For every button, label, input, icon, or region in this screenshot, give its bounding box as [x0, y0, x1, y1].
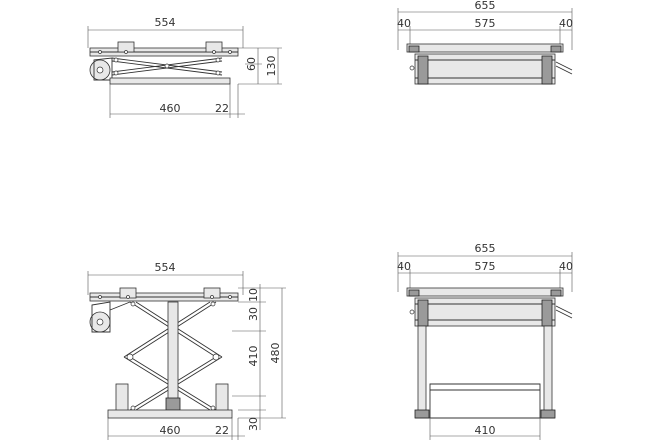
front-view-raised: 655 40 575 40 410: [397, 242, 573, 440]
front-view-lowered: 655 40 575 40: [397, 0, 573, 85]
dim-right-margin: 40: [559, 260, 573, 273]
dim-left-margin: 40: [397, 260, 411, 273]
dim-right-margin: 40: [559, 17, 573, 30]
dim-offset: 22: [215, 424, 229, 437]
dim-offset: 22: [215, 102, 229, 115]
dim-overall: 655: [475, 0, 496, 12]
dim-center: 575: [475, 17, 496, 30]
dim-base-width: 460: [160, 102, 181, 115]
dim-top-gap: 10: [247, 288, 260, 302]
dim-base-width: 460: [160, 424, 181, 437]
dim-total: 480: [269, 343, 282, 364]
dim-top-width: 554: [155, 261, 176, 274]
dim-left-margin: 40: [397, 17, 411, 30]
dim-mid: 410: [247, 346, 260, 367]
dim-top-width: 554: [155, 16, 176, 29]
side-view-lowered: 554 60 130: [87, 16, 282, 118]
dim-height-inner: 60: [245, 57, 258, 71]
dim-bottom: 30: [247, 417, 260, 431]
dim-center: 575: [475, 260, 496, 273]
dim-upper: 30: [247, 307, 260, 321]
dim-height-total: 130: [265, 56, 278, 77]
dim-overall: 655: [475, 242, 496, 255]
dim-base: 410: [475, 424, 496, 437]
side-view-raised: 554: [87, 261, 286, 440]
